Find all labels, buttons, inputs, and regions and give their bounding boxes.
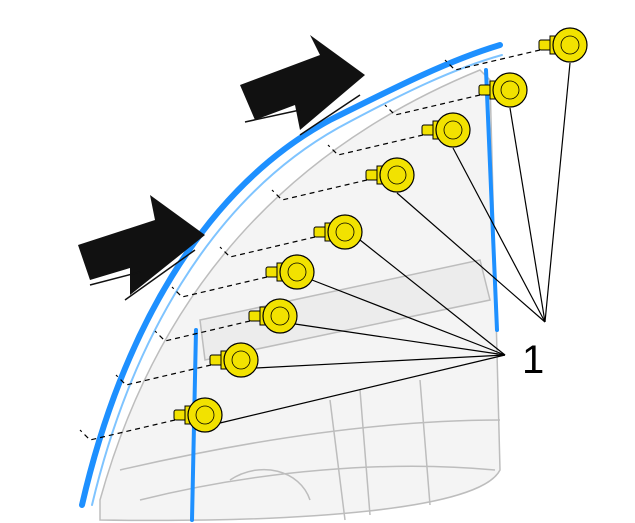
leader-line [219, 354, 506, 424]
clips [173, 27, 588, 433]
dashed-guide [384, 94, 481, 116]
push-arrows [78, 35, 365, 301]
dashed-guide [115, 364, 212, 386]
leader-line [255, 354, 506, 369]
arrow-upper [240, 35, 365, 130]
dashed-guide [154, 320, 251, 342]
dashed-guide [79, 419, 176, 441]
leader-line [359, 239, 506, 356]
dashed-guide [219, 236, 316, 258]
leader-line [294, 323, 506, 356]
leader-line [396, 192, 546, 323]
leader-line [452, 147, 546, 323]
callout-label: 1 [522, 338, 545, 382]
clip [173, 397, 223, 433]
dashed-guide [171, 276, 268, 298]
leader-line [311, 279, 506, 356]
clip [478, 72, 528, 108]
leader-lines [79, 49, 571, 441]
dashed-guide [271, 179, 368, 201]
leader-line [544, 62, 571, 323]
clip [265, 254, 315, 290]
leader-line [509, 107, 546, 323]
clip [313, 214, 363, 250]
clip [538, 27, 588, 63]
dashed-guide [444, 49, 541, 71]
clip [209, 342, 259, 378]
dashed-guide [327, 134, 424, 156]
clip [248, 298, 298, 334]
clip [421, 112, 471, 148]
arrow-lower [78, 195, 205, 295]
clip [365, 157, 415, 193]
